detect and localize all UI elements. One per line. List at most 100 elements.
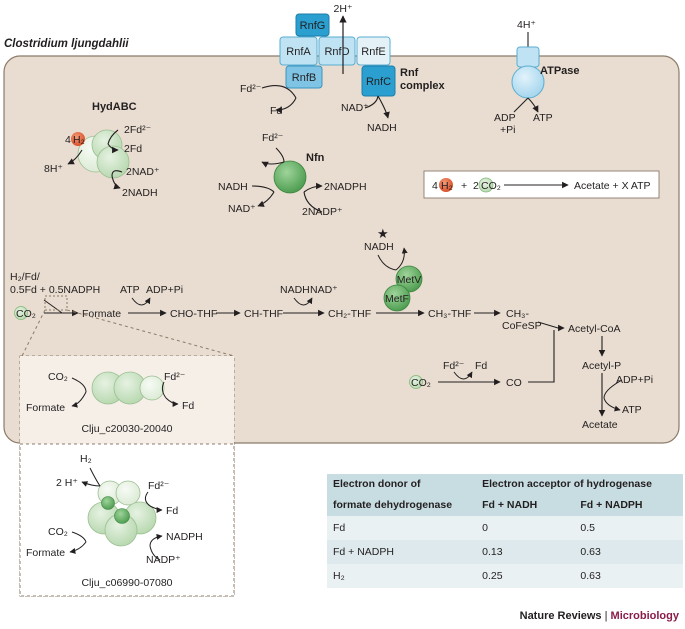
rnfg-label: RnfG	[300, 20, 326, 32]
equation-product: Acetate + X ATP	[574, 180, 651, 192]
table-cell-donor: Fd	[327, 516, 477, 540]
co-fd-out: Fd	[475, 360, 487, 372]
inset2-fd-out: Fd	[166, 505, 178, 517]
rnfb-label: RnfB	[292, 72, 316, 84]
rnf-complex: RnfG RnfA RnfD RnfE RnfB RnfC 2H⁺ Rnf co…	[240, 3, 446, 134]
nfn-subunit	[273, 160, 307, 194]
nfn-fd-in: Fd²⁻	[262, 132, 284, 144]
pathway-ch3-cofesp-1: CH₃-	[506, 308, 529, 320]
table-row: H₂ 0.25 0.63	[327, 564, 683, 588]
pathway-acetyl-p: Acetyl-P	[582, 360, 621, 372]
equation-hydrogen-icon	[439, 178, 453, 192]
inset-panel-bottom	[19, 443, 235, 597]
rnfe-subunit	[356, 36, 391, 66]
pathway-ch3-thf: CH₃-THF	[428, 308, 471, 320]
pathway-cho-thf: CHO-THF	[170, 308, 217, 320]
nfn-title: Nfn	[306, 152, 325, 164]
inset2-fd-in: Fd²⁻	[148, 480, 170, 492]
inset1-co2: CO₂	[48, 371, 68, 383]
rnf-fd-in: Fd²⁻	[240, 83, 262, 95]
table-header-sub2: Fd + NADPH	[574, 494, 683, 516]
equation-co2-coef: 2	[473, 180, 479, 192]
inset2-caption: Clju_c06990-07080	[81, 577, 172, 589]
pathway-atp-2: ATP	[622, 404, 642, 416]
fdh-highlight	[44, 295, 68, 311]
table-cell-donor: H₂	[327, 564, 477, 588]
inset2-formate: Formate	[26, 547, 65, 559]
table-row: Fd + NADPH 0.13 0.63	[327, 540, 683, 564]
inset1-fd-in: Fd²⁻	[164, 371, 186, 383]
inset1-caption: Clju_c20030-20040	[81, 423, 172, 435]
fdh2-cluster-a	[101, 496, 115, 510]
nfn-nadh-in: NADH	[218, 181, 248, 193]
hydabc-h2-coef: 4	[65, 134, 71, 146]
carbon-icon	[14, 306, 28, 320]
metf-subunit	[383, 284, 411, 312]
inset2-co2: CO₂	[48, 526, 68, 538]
hydabc-nad-in: 2NAD⁺	[126, 166, 160, 178]
pathway-ch2-thf: CH₂-THF	[328, 308, 371, 320]
inset1-fd-out: Fd	[182, 400, 194, 412]
inset2-nadp: NADP⁺	[146, 554, 181, 566]
co-fd-in: Fd²⁻	[443, 360, 465, 372]
atpase-title: ATPase	[540, 65, 580, 77]
hydabc-title: HydABC	[92, 101, 137, 113]
table-cell-v2: 0.63	[574, 540, 683, 564]
table-cell-v2: 0.5	[574, 516, 683, 540]
pathway-acetyl-coa: Acetyl-CoA	[568, 323, 621, 335]
metv-subunit	[395, 265, 423, 293]
atpase-proton: 4H⁺	[517, 19, 536, 31]
nfn-nadph-out: 2NADPH	[324, 181, 367, 193]
metv-label: MetV	[397, 274, 422, 286]
equation-co2: CO₂	[481, 180, 501, 192]
inset-fdh1: CO₂ Formate Fd²⁻ Fd Clju_c20030-20040	[26, 371, 194, 435]
pathway-nadh: NADH	[280, 284, 310, 296]
hydabc-h2: H₂	[73, 134, 85, 146]
fdh2-subunit-b	[115, 480, 141, 506]
rnfa-label: RnfA	[286, 46, 311, 58]
atpase-fo	[516, 46, 540, 68]
footer-separator: |	[604, 610, 608, 622]
table-cell-donor: Fd + NADPH	[327, 540, 477, 564]
table-cell-v2: 0.63	[574, 564, 683, 588]
table-cell-v1: 0	[476, 516, 575, 540]
rnf-fd-out: Fd	[270, 105, 282, 117]
table-header-sub1: Fd + NADH	[476, 494, 575, 516]
hydabc-nadh-out: 2NADH	[122, 187, 158, 199]
donor-line1: H₂/Fd/	[10, 271, 40, 283]
rnf-nad-in: NAD⁺	[341, 102, 369, 114]
overall-equation: 4 H₂ + 2 CO₂ Acetate + X ATP	[423, 170, 660, 199]
pathway-atp: ATP	[120, 284, 140, 296]
atpase-adp: ADP	[494, 112, 516, 124]
rnfd-label: RnfD	[324, 46, 349, 58]
footer-brand: Nature Reviews	[519, 610, 602, 622]
star-marker: ★	[377, 226, 389, 241]
hydabc-fd-in: 2Fd²⁻	[124, 124, 152, 136]
hydrogen-icon	[71, 132, 85, 146]
table-cell-v1: 0.13	[476, 540, 575, 564]
equation-carbon-icon	[478, 177, 494, 193]
nfn-enzyme: Nfn Fd²⁻ NADH NAD⁺ 2NADPH 2NADP⁺	[218, 132, 367, 218]
organism-title: Clostridium ljungdahlii	[4, 38, 129, 50]
pathway-co: CO	[506, 377, 522, 389]
carbon-icon-co	[409, 375, 423, 389]
table-row: Fd 0 0.5	[327, 516, 683, 540]
journal-credit: Nature Reviews | Microbiology	[520, 610, 679, 622]
atpase-pi: +Pi	[500, 124, 515, 136]
rnfc-label: RnfC	[366, 76, 391, 88]
table-header-group: Electron acceptor of hydrogenase	[476, 474, 683, 494]
rnf-nadh-out: NADH	[367, 122, 397, 134]
pathway-co2-b: CO₂	[411, 377, 431, 389]
nfn-nad-out: NAD⁺	[228, 203, 256, 215]
inset2-nadph: NADPH	[166, 531, 203, 543]
pathway-ch-thf: CH-THF	[244, 308, 283, 320]
atpase-atp: ATP	[533, 112, 553, 124]
rnfe-label: RnfE	[361, 46, 385, 58]
inset-fdh2: H₂ 2 H⁺ Fd²⁻ Fd CO₂ Formate NADPH NADP⁺ …	[26, 453, 203, 589]
equation-h2-coef: 4	[432, 180, 438, 192]
equation-h2: H₂	[441, 180, 453, 192]
pathway-formate: Formate	[82, 308, 121, 320]
hydabc-fd-out: 2Fd	[124, 143, 142, 155]
rnf-proton: 2H⁺	[334, 3, 353, 15]
